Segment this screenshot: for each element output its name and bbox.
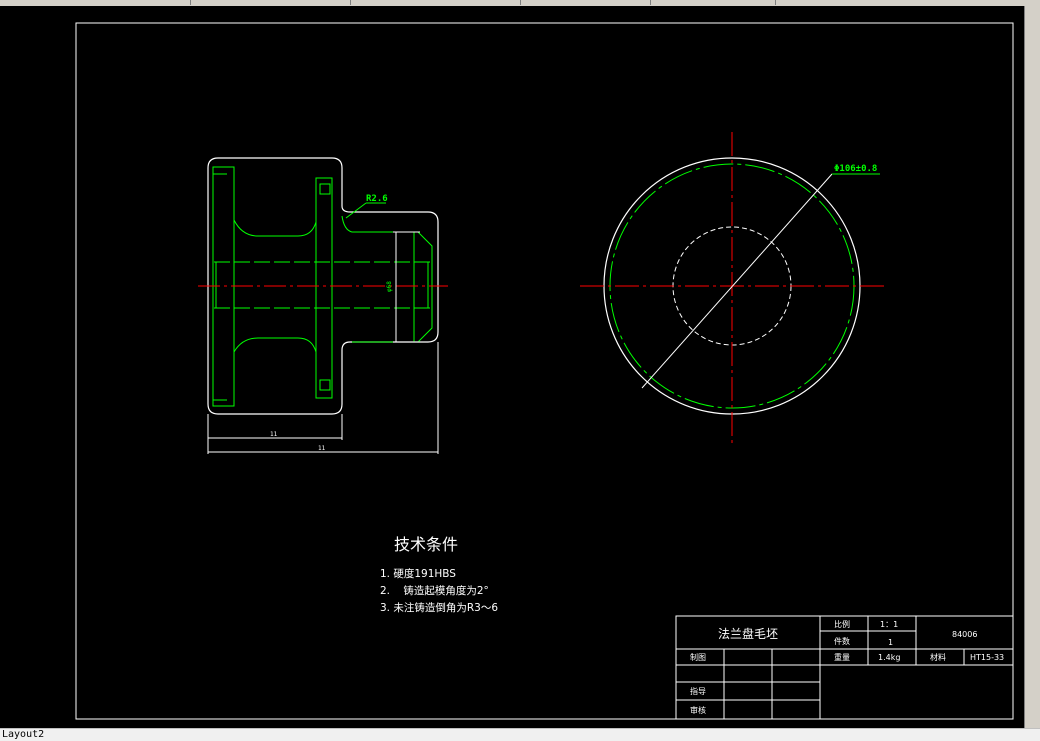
drawn-label: 制图 <box>690 652 706 662</box>
vertical-scrollbar[interactable] <box>1024 6 1040 728</box>
layout-tab[interactable]: Layout2 <box>2 729 45 740</box>
material-value: HT15-33 <box>970 653 1004 662</box>
weight-label: 重量 <box>834 652 850 662</box>
tech-item-1: 1. 硬度191HBS <box>380 567 456 580</box>
part-name: 法兰盘毛坯 <box>718 626 778 641</box>
radius-callout-text: R2.6 <box>366 194 388 204</box>
width-dimensions <box>207 342 439 454</box>
drawing-number: 84006 <box>952 630 977 639</box>
review-label: 审核 <box>690 705 706 715</box>
front-view-section-lines <box>212 166 433 407</box>
title-block[interactable] <box>675 615 1014 720</box>
bore-dimension: φ68 <box>386 231 420 343</box>
diameter-callout-text: Φ106±0.8 <box>834 164 877 174</box>
tech-conditions: 技术条件 1. 硬度191HBS 2. 铸造起模角度为2° 3. 未注铸造倒角为… <box>380 535 498 614</box>
scale-value: 1：1 <box>880 620 898 629</box>
cad-drawing: φ68 R2.6 11 11 Φ106±0.8 技术条件 1. 硬度1 <box>75 22 1014 720</box>
radius-callout: R2.6 <box>345 194 388 219</box>
count-value: 1 <box>888 638 893 647</box>
tech-item-3: 3. 未注铸造倒角为R3～6 <box>380 601 498 614</box>
sheet-outer-border <box>75 22 1014 720</box>
layout-tab-bar: Layout2 <box>0 728 1040 741</box>
dim-width-small: 11 <box>270 431 278 438</box>
scale-label: 比例 <box>834 619 850 629</box>
front-view[interactable]: φ68 R2.6 11 11 <box>198 157 448 454</box>
guide-label: 指导 <box>690 686 706 696</box>
tech-title: 技术条件 <box>394 535 458 554</box>
material-label: 材料 <box>930 652 946 662</box>
front-view-outline <box>207 157 439 415</box>
count-label: 件数 <box>834 636 850 646</box>
diameter-leader <box>641 173 833 389</box>
title-block-text: 法兰盘毛坯 比例 1：1 件数 1 84006 重量 1.4kg 材料 HT15… <box>690 619 1004 715</box>
side-view[interactable]: Φ106±0.8 <box>580 132 888 446</box>
weight-value: 1.4kg <box>878 653 900 662</box>
drawing-canvas[interactable]: φ68 R2.6 11 11 Φ106±0.8 技术条件 1. 硬度1 <box>0 6 1024 728</box>
bore-dimension-text: φ68 <box>386 281 393 292</box>
tech-item-2: 2. 铸造起模角度为2° <box>380 584 489 597</box>
dim-width-total: 11 <box>318 445 326 452</box>
